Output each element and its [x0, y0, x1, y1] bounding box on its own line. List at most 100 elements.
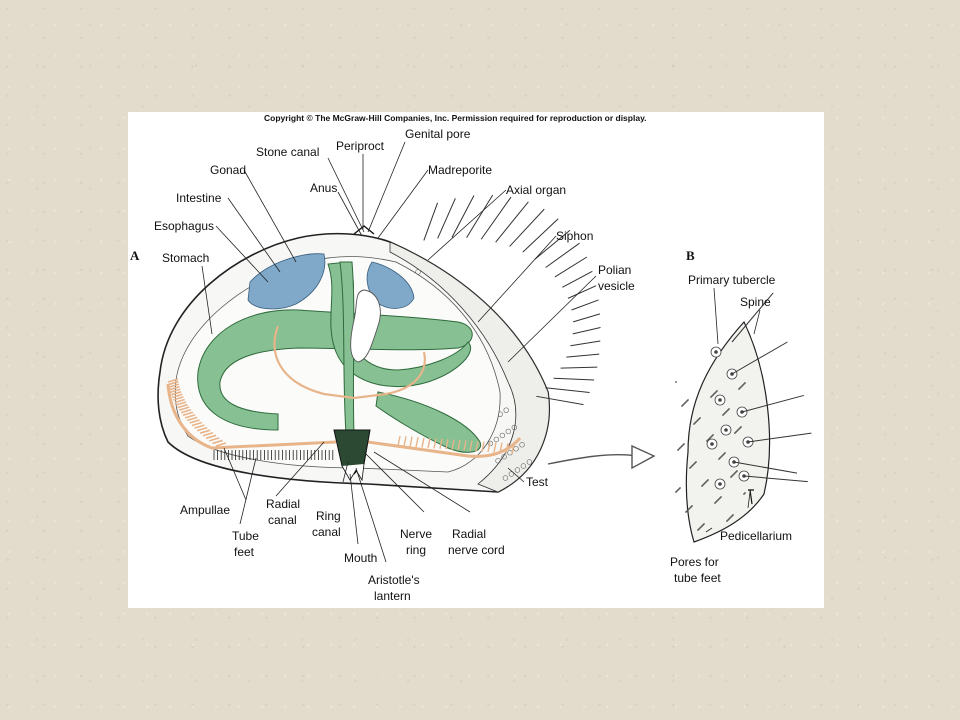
ampulla: [186, 416, 198, 422]
ampulla: [457, 439, 461, 451]
ampulla: [199, 429, 211, 434]
label-radial-nerve-cord-1: Radial: [452, 527, 486, 541]
plate-tubercle: [508, 471, 515, 477]
ampulla: [487, 441, 491, 453]
axial-organ: [350, 289, 381, 363]
pore-dot: [722, 414, 724, 416]
detail-spine: [731, 341, 788, 375]
leader-lines: [201, 141, 761, 563]
spine: [536, 395, 584, 406]
ampulla: [184, 414, 196, 419]
urchin-body: [157, 194, 601, 493]
spine: [572, 327, 601, 335]
ampulla: [212, 439, 223, 445]
ampulla: [170, 391, 182, 396]
spine: [480, 196, 512, 240]
ampulla: [170, 388, 181, 394]
tubercle-center: [718, 398, 722, 402]
ampulla: [397, 435, 401, 447]
stomach-loop: [197, 309, 473, 431]
ampulla: [208, 437, 220, 442]
label-genital-pore: Genital pore: [405, 127, 471, 141]
spine: [567, 285, 597, 299]
periproct: [353, 225, 375, 235]
ampulla: [445, 439, 449, 450]
spine: [534, 229, 571, 260]
label-pores-1: Pores for: [670, 555, 719, 569]
spine: [560, 366, 598, 369]
pore-dot: [738, 388, 740, 390]
sea-urchin-diagram: Copyright © The McGraw-Hill Companies, I…: [130, 113, 812, 603]
label-periproct: Periproct: [336, 139, 385, 153]
ampulla: [177, 403, 188, 409]
detail-spines: [731, 292, 812, 483]
label-ring-canal-2: canal: [312, 525, 341, 539]
ampulla: [439, 438, 443, 449]
spine: [522, 218, 559, 253]
pore-dot: [701, 485, 703, 487]
plate-tubercle: [499, 432, 506, 439]
figure-panel: Copyright © The McGraw-Hill Companies, I…: [128, 112, 824, 608]
plate-tubercle: [520, 463, 527, 469]
plate-tubercle: [511, 424, 518, 431]
ampulla: [427, 437, 431, 449]
ampullae-row: [167, 378, 515, 454]
pore-dot: [675, 381, 677, 383]
spine: [437, 198, 456, 239]
label-axial-organ: Axial organ: [506, 183, 566, 197]
label-tube-feet-1: Tube: [232, 529, 259, 543]
label-primary-tubercle: Primary tubercle: [688, 273, 776, 287]
ampulla: [168, 383, 180, 388]
label-ring-canal-1: Ring: [316, 509, 341, 523]
spine: [571, 299, 599, 311]
gonad-left: [247, 253, 326, 310]
ampulla: [175, 401, 187, 406]
labels: Genital pore Periproct Stone canal Madre…: [154, 127, 792, 603]
pore-stipple: [675, 381, 746, 531]
detail-spine: [743, 475, 808, 483]
ampulla: [475, 441, 479, 452]
enlargement-arrow: [547, 454, 639, 465]
spine: [466, 194, 494, 238]
spine: [554, 256, 588, 278]
label-radial-canal-1: Radial: [266, 497, 300, 511]
tubercle-center: [724, 428, 728, 432]
panel-b-letter: B: [686, 248, 695, 263]
tubercle-center: [710, 442, 714, 446]
plate-tubercle: [502, 475, 509, 481]
pore-dot: [675, 491, 677, 493]
pore-dot: [743, 493, 745, 495]
plate-tubercle: [493, 436, 500, 443]
ampulla: [403, 436, 407, 447]
ampulla: [499, 442, 503, 453]
plate-tubercle: [495, 458, 501, 464]
label-aristotles-lantern-1: Aristotle's: [368, 573, 420, 587]
radial-canal-left: [166, 383, 337, 450]
label-polian-vesicle-2: vesicle: [598, 279, 635, 293]
plate-tubercle: [501, 454, 507, 460]
lantern-teeth: [341, 463, 365, 482]
spine: [566, 353, 600, 358]
spine: [553, 377, 595, 381]
gonad-right: [366, 261, 415, 309]
ampulla: [174, 398, 185, 404]
detail-spine: [731, 292, 774, 343]
label-anus: Anus: [310, 181, 337, 195]
pore-dot: [685, 511, 687, 513]
ampulla: [202, 431, 214, 437]
siphon-loop: [375, 391, 482, 453]
label-stone-canal: Stone canal: [256, 145, 319, 159]
label-polian-vesicle-1: Polian: [598, 263, 631, 277]
label-esophagus: Esophagus: [154, 219, 214, 233]
plate-tubercle: [487, 440, 494, 447]
detail-spine: [741, 394, 804, 413]
ampulla: [180, 408, 192, 414]
label-gonad: Gonad: [210, 163, 246, 177]
copyright-text: Copyright © The McGraw-Hill Companies, I…: [264, 113, 647, 123]
test-surface-detail: [675, 292, 812, 543]
tube-feet-row: [213, 450, 334, 460]
ampulla: [463, 440, 467, 451]
label-pedicellarium: Pedicellarium: [720, 529, 792, 543]
spine: [423, 202, 439, 241]
primary-tubercles: [706, 346, 754, 490]
